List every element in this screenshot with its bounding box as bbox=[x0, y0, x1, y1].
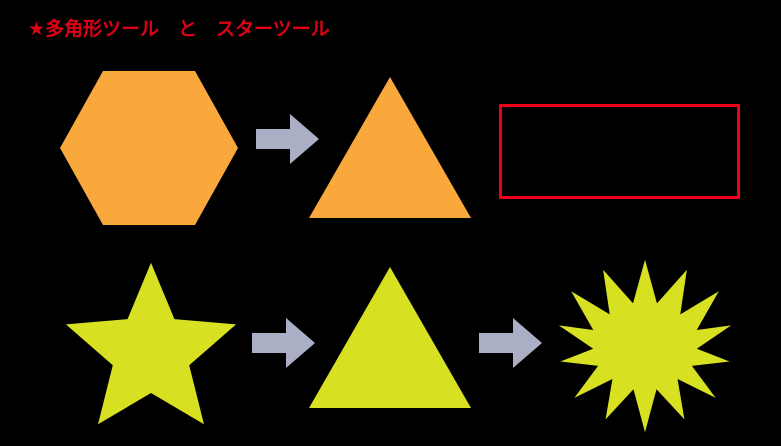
page-title: ★多角形ツール と スターツール bbox=[28, 18, 330, 40]
triangle-shape-yellow bbox=[309, 267, 471, 408]
arrow-right-icon bbox=[252, 318, 315, 368]
rectangle-outline-shape bbox=[499, 104, 740, 199]
arrow-right-icon bbox=[256, 114, 319, 164]
star-11-shape bbox=[558, 259, 732, 433]
star-5-shape bbox=[65, 262, 237, 425]
hexagon-shape bbox=[60, 71, 238, 225]
arrow-right-icon bbox=[479, 318, 542, 368]
triangle-shape-orange bbox=[309, 77, 471, 218]
